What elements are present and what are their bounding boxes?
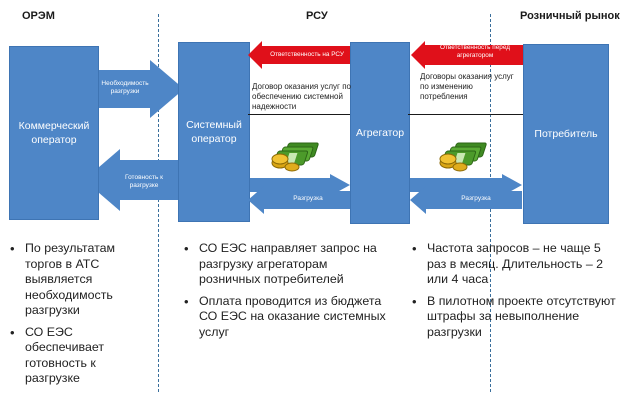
separator-left [158, 14, 159, 392]
header-orem: ОРЭМ [22, 10, 55, 22]
commercial-operator-box: Коммерческий оператор [9, 46, 99, 220]
arrow-need-unload [92, 60, 184, 118]
bullet-item: СО ЕЭС обеспечивает готовность к разгруз… [10, 325, 150, 387]
arrow-ready-unload-label: Готовность к разгрузке [125, 174, 163, 190]
consumer-label: Потребитель [534, 127, 598, 140]
arrow-unload-rsu [248, 186, 350, 214]
bullets-orem: По результатам торгов в АТС выявляется н… [10, 241, 150, 393]
aggregator-box: Агрегатор [350, 42, 410, 224]
contract-consumption-note: Договоры оказания услуг по изменению пот… [420, 72, 514, 101]
arrow-unload-retail [410, 186, 522, 214]
arrow-responsibility-aggr-label: Ответственность перед агрегатором [440, 44, 510, 59]
aggregator-label: Агрегатор [355, 126, 405, 139]
bullet-item: Частота запросов – не чаще 5 раз в месяц… [412, 241, 616, 288]
consumer-box: Потребитель [523, 44, 609, 224]
header-rsu: РСУ [306, 10, 328, 22]
commercial-operator-label: Коммерческий оператор [18, 119, 90, 146]
bullet-item: По результатам торгов в АТС выявляется н… [10, 241, 150, 319]
bullets-retail: Частота запросов – не чаще 5 раз в месяц… [412, 241, 616, 346]
arrow-ready-unload [84, 149, 180, 211]
money-icon [439, 142, 487, 172]
arrow-unload-retail-label: Разгрузка [461, 195, 491, 202]
arrow-responsibility-rsu [248, 41, 350, 69]
contract-system-note: Договор оказания услуг по обеспечению си… [252, 82, 351, 111]
system-operator-box: Системный оператор [178, 42, 250, 222]
contract-system-line [248, 114, 350, 115]
money-icon [271, 142, 319, 172]
arrow-unload-rsu-label: Разгрузка [293, 195, 323, 202]
arrow-payment-retail [410, 174, 522, 196]
bullet-item: Оплата проводится из бюджета СО ЕЭС на о… [184, 294, 392, 341]
arrow-responsibility-aggr [411, 41, 523, 69]
bullet-item: СО ЕЭС направляет запрос на разгрузку аг… [184, 241, 392, 288]
contract-consumption-line [408, 114, 523, 115]
arrow-payment-rsu [250, 174, 350, 196]
arrow-responsibility-rsu-label: Ответственность на РСУ [270, 51, 344, 58]
header-retail: Розничный рынок [520, 10, 620, 22]
bullets-rsu: СО ЕЭС направляет запрос на разгрузку аг… [184, 241, 392, 346]
system-operator-label: Системный оператор [186, 118, 242, 145]
bullet-item: В пилотном проекте отсутствуют штрафы за… [412, 294, 616, 341]
arrow-need-unload-label: Необходимость разгрузки [101, 80, 149, 96]
